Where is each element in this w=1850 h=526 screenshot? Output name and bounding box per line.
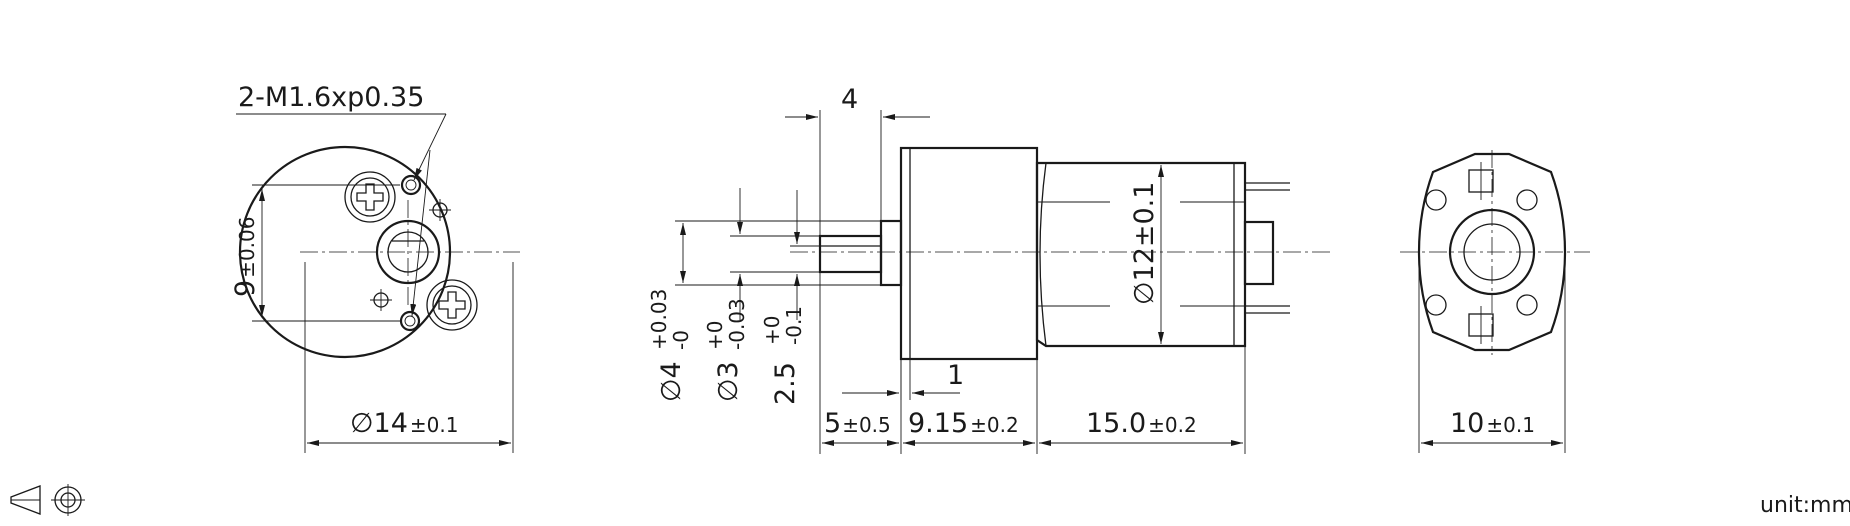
height-dim: 9±0.06 [230, 217, 261, 297]
end-cap [1243, 220, 1275, 286]
rear-boss-outer [1448, 208, 1536, 296]
top-dim: 4 [841, 84, 858, 115]
front-view: 2-M1.6xp0.35 9±0.06 ∅14±0.1 [230, 82, 520, 453]
rear-boss-inner [1463, 223, 1521, 281]
shaft-hub [879, 219, 903, 287]
front-diameter-dim: ∅14±0.1 [350, 408, 458, 439]
side-view: 4 ∅4 +0.03 -0 ∅3 +0 -0.03 2.5 +0 -0.1 ∅1… [647, 84, 1330, 454]
rear-hole-tr [1516, 189, 1538, 211]
rear-width-dim: 10±0.1 [1450, 408, 1535, 439]
svg-text:+0: +0 [760, 316, 784, 345]
first-angle-projection-icon [10, 484, 85, 516]
output-shaft [818, 234, 883, 274]
rear-hole-bl [1425, 294, 1447, 316]
unit-label: unit:mm [1760, 493, 1850, 518]
thread-hole-lower-inner [404, 315, 416, 327]
len-shaft-dim: 5±0.5 [824, 408, 891, 439]
thread-hole-upper-inner [405, 179, 417, 191]
len-motor-dim: 15.0±0.2 [1086, 408, 1197, 439]
shaft-diameter-dim: ∅4 [656, 361, 687, 402]
gearbox-body [899, 146, 1039, 361]
front-shaft-outer [375, 219, 441, 285]
flat-dim: 2.5 [770, 362, 801, 405]
svg-text:+0: +0 [703, 321, 727, 350]
hub-diameter-dim: ∅3 [713, 361, 744, 402]
svg-text:+0.03: +0.03 [647, 289, 671, 350]
thread-hole-lower [399, 310, 421, 332]
front-shaft-inner [387, 231, 429, 273]
rear-view: 10±0.1 [1400, 150, 1590, 453]
body-diameter-dim: ∅12±0.1 [1129, 182, 1160, 305]
svg-text:-0.1: -0.1 [782, 306, 806, 345]
rear-outline [1417, 152, 1567, 352]
screw-upper-left [344, 171, 396, 223]
thread-callout: 2-M1.6xp0.35 [238, 82, 424, 113]
rear-hole-tl [1425, 189, 1447, 211]
len-gearbox-dim: 9.15±0.2 [908, 408, 1019, 439]
screw-lower-right [426, 279, 478, 331]
svg-text:-0: -0 [669, 330, 693, 350]
rear-hole-br [1516, 294, 1538, 316]
svg-text:-0.03: -0.03 [725, 298, 749, 350]
thread-hole-upper [400, 174, 422, 196]
small-dim: 1 [947, 360, 964, 391]
